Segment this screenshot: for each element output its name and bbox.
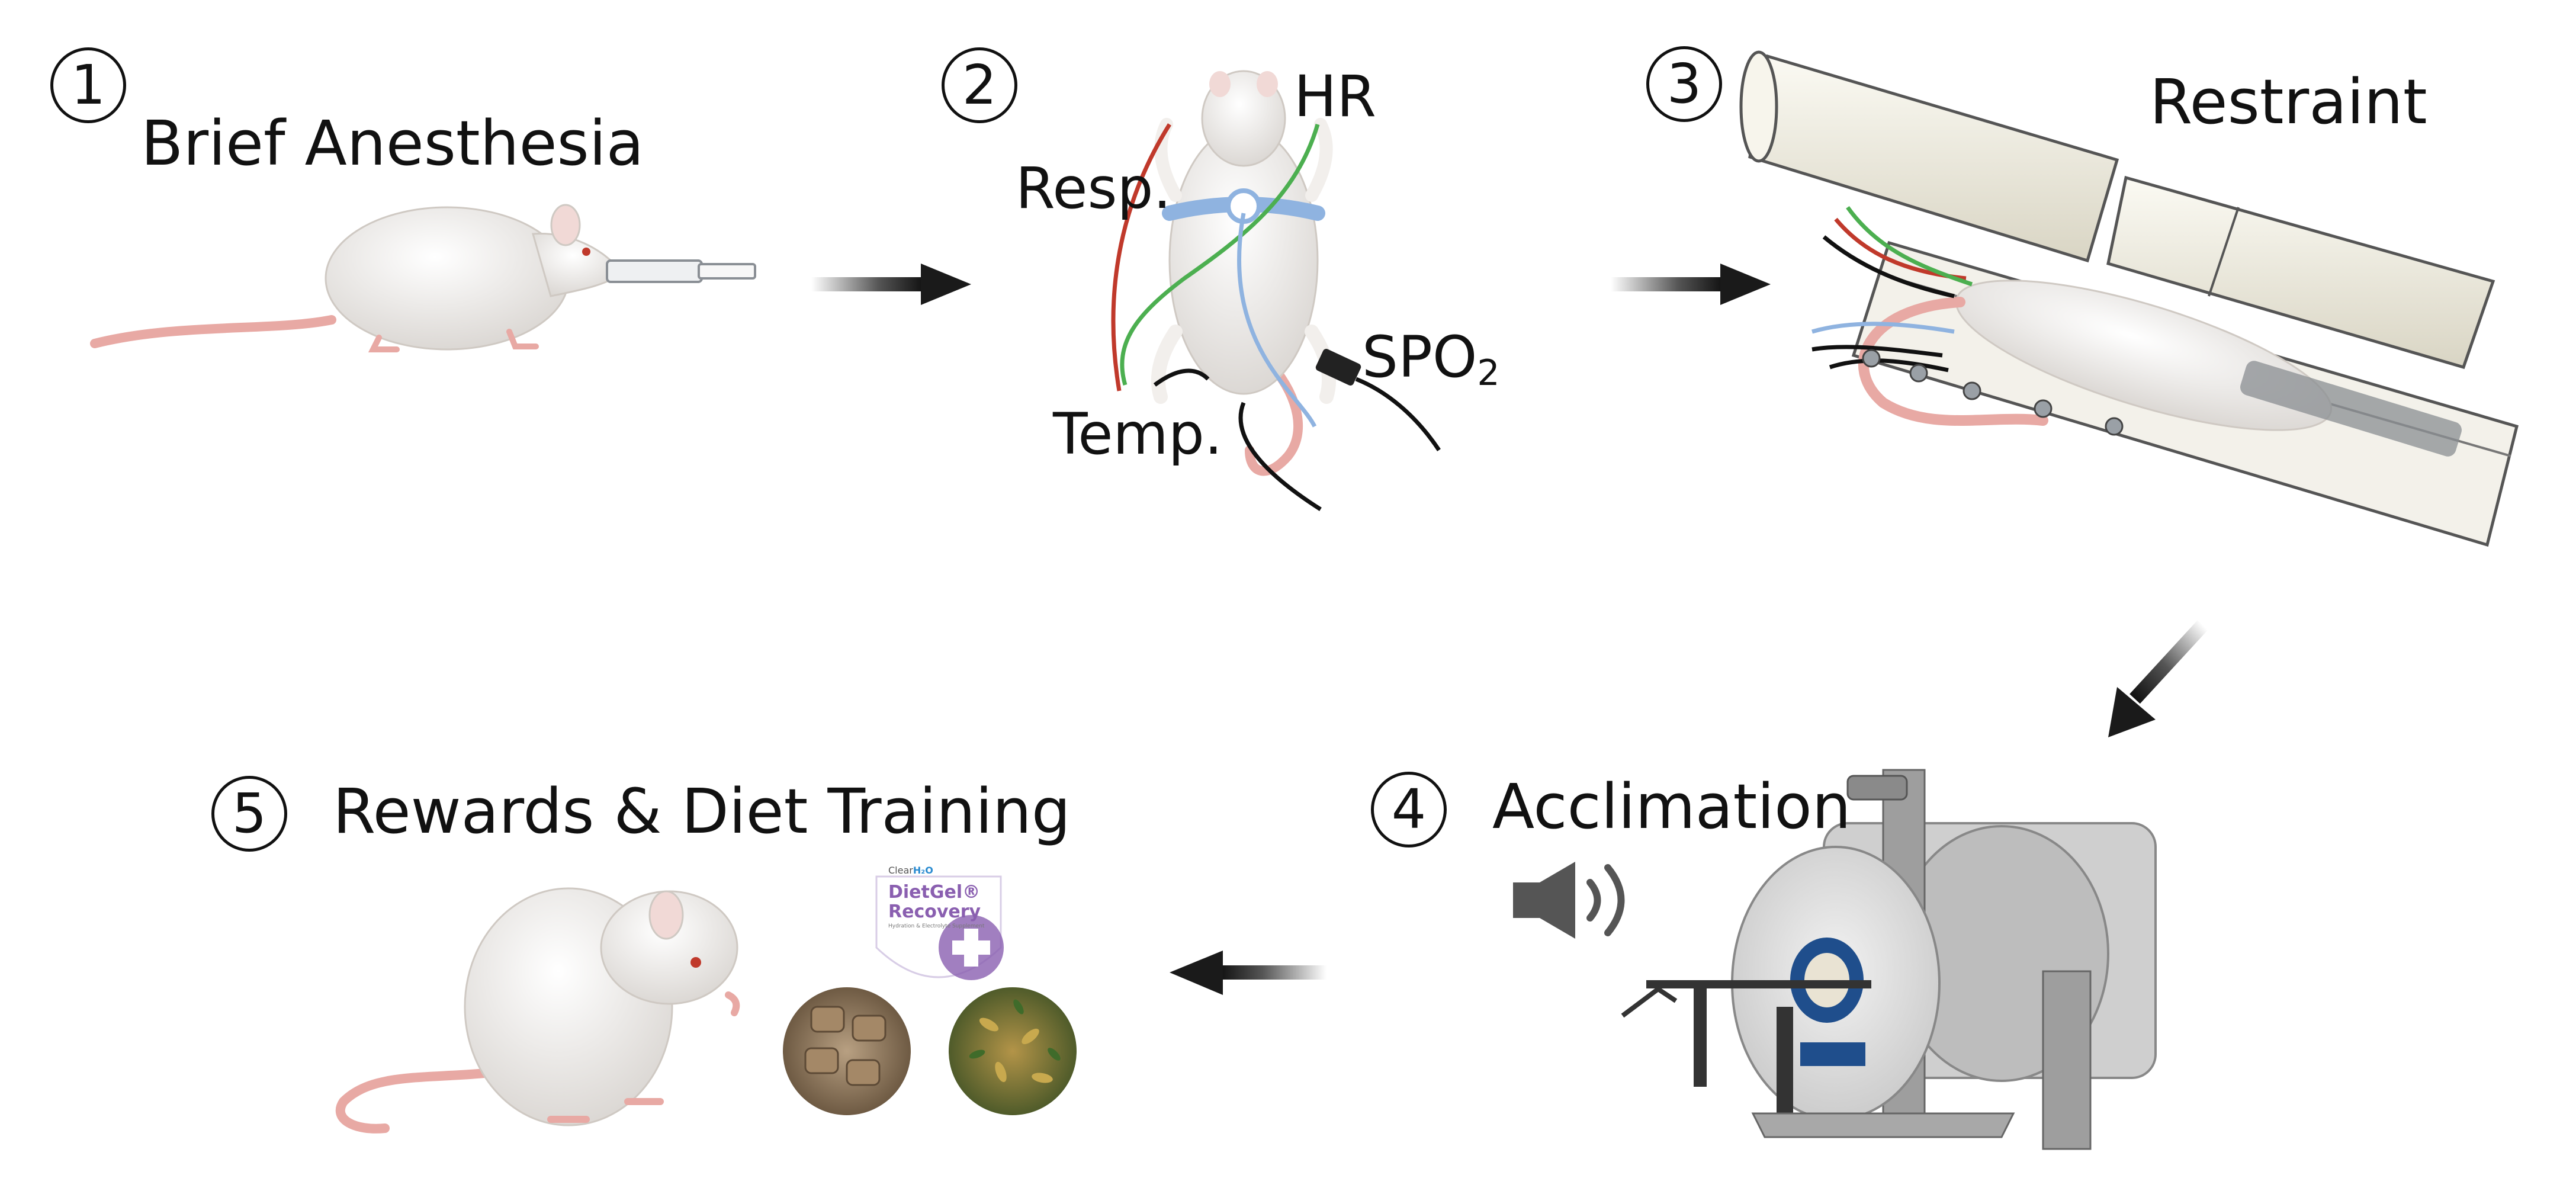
step-5-number: 5 bbox=[211, 776, 287, 852]
arrow-step2-to-step3 bbox=[1611, 264, 1771, 305]
monitoring-rat-illustration bbox=[1111, 70, 1441, 511]
step-1-title: Brief Anesthesia bbox=[141, 107, 644, 179]
step-4-number: 4 bbox=[1371, 772, 1447, 847]
arrow-step3-to-step4 bbox=[2108, 619, 2208, 737]
dietgel-brand-h2o: H₂O bbox=[913, 865, 933, 876]
rewards-rat-illustration bbox=[335, 887, 740, 1134]
arrow-step4-to-step5 bbox=[1170, 951, 1326, 995]
spo2-label: SPO2 bbox=[1362, 329, 1500, 391]
spo2-subscript: 2 bbox=[1477, 352, 1500, 394]
scanner-illustration bbox=[1621, 769, 2157, 1150]
step-2-number: 2 bbox=[942, 47, 1017, 123]
dietgel-brand: ClearH₂O bbox=[888, 866, 933, 875]
dietgel-package bbox=[875, 875, 1004, 980]
step-3-title: Restraint bbox=[2150, 66, 2427, 138]
arrow-step1-to-step2 bbox=[811, 264, 971, 305]
step-4-title: Acclimation bbox=[1492, 771, 1851, 843]
restraint-tube-illustration bbox=[1739, 50, 2519, 547]
seed-mix-bowl bbox=[949, 987, 1077, 1115]
dietgel-name: DietGel® bbox=[888, 882, 981, 903]
dietgel-brand-prefix: Clear bbox=[888, 865, 913, 876]
step-3-number: 3 bbox=[1646, 46, 1722, 122]
dietgel-variant: Recovery bbox=[888, 901, 981, 922]
temp-label: Temp. bbox=[1053, 401, 1223, 467]
resp-label: Resp. bbox=[1016, 155, 1171, 221]
step-1-number: 1 bbox=[50, 47, 126, 123]
speaker-icon bbox=[1513, 862, 1625, 939]
dietgel-tagline: Hydration & Electrolyte Supplement bbox=[888, 923, 985, 929]
pellet-food-bowl bbox=[783, 987, 911, 1115]
spo2-main-text: SPO bbox=[1362, 324, 1477, 390]
hr-label: HR bbox=[1294, 63, 1376, 130]
anesthesia-rat-illustration bbox=[90, 204, 756, 352]
step-5-title: Rewards & Diet Training bbox=[333, 775, 1071, 847]
